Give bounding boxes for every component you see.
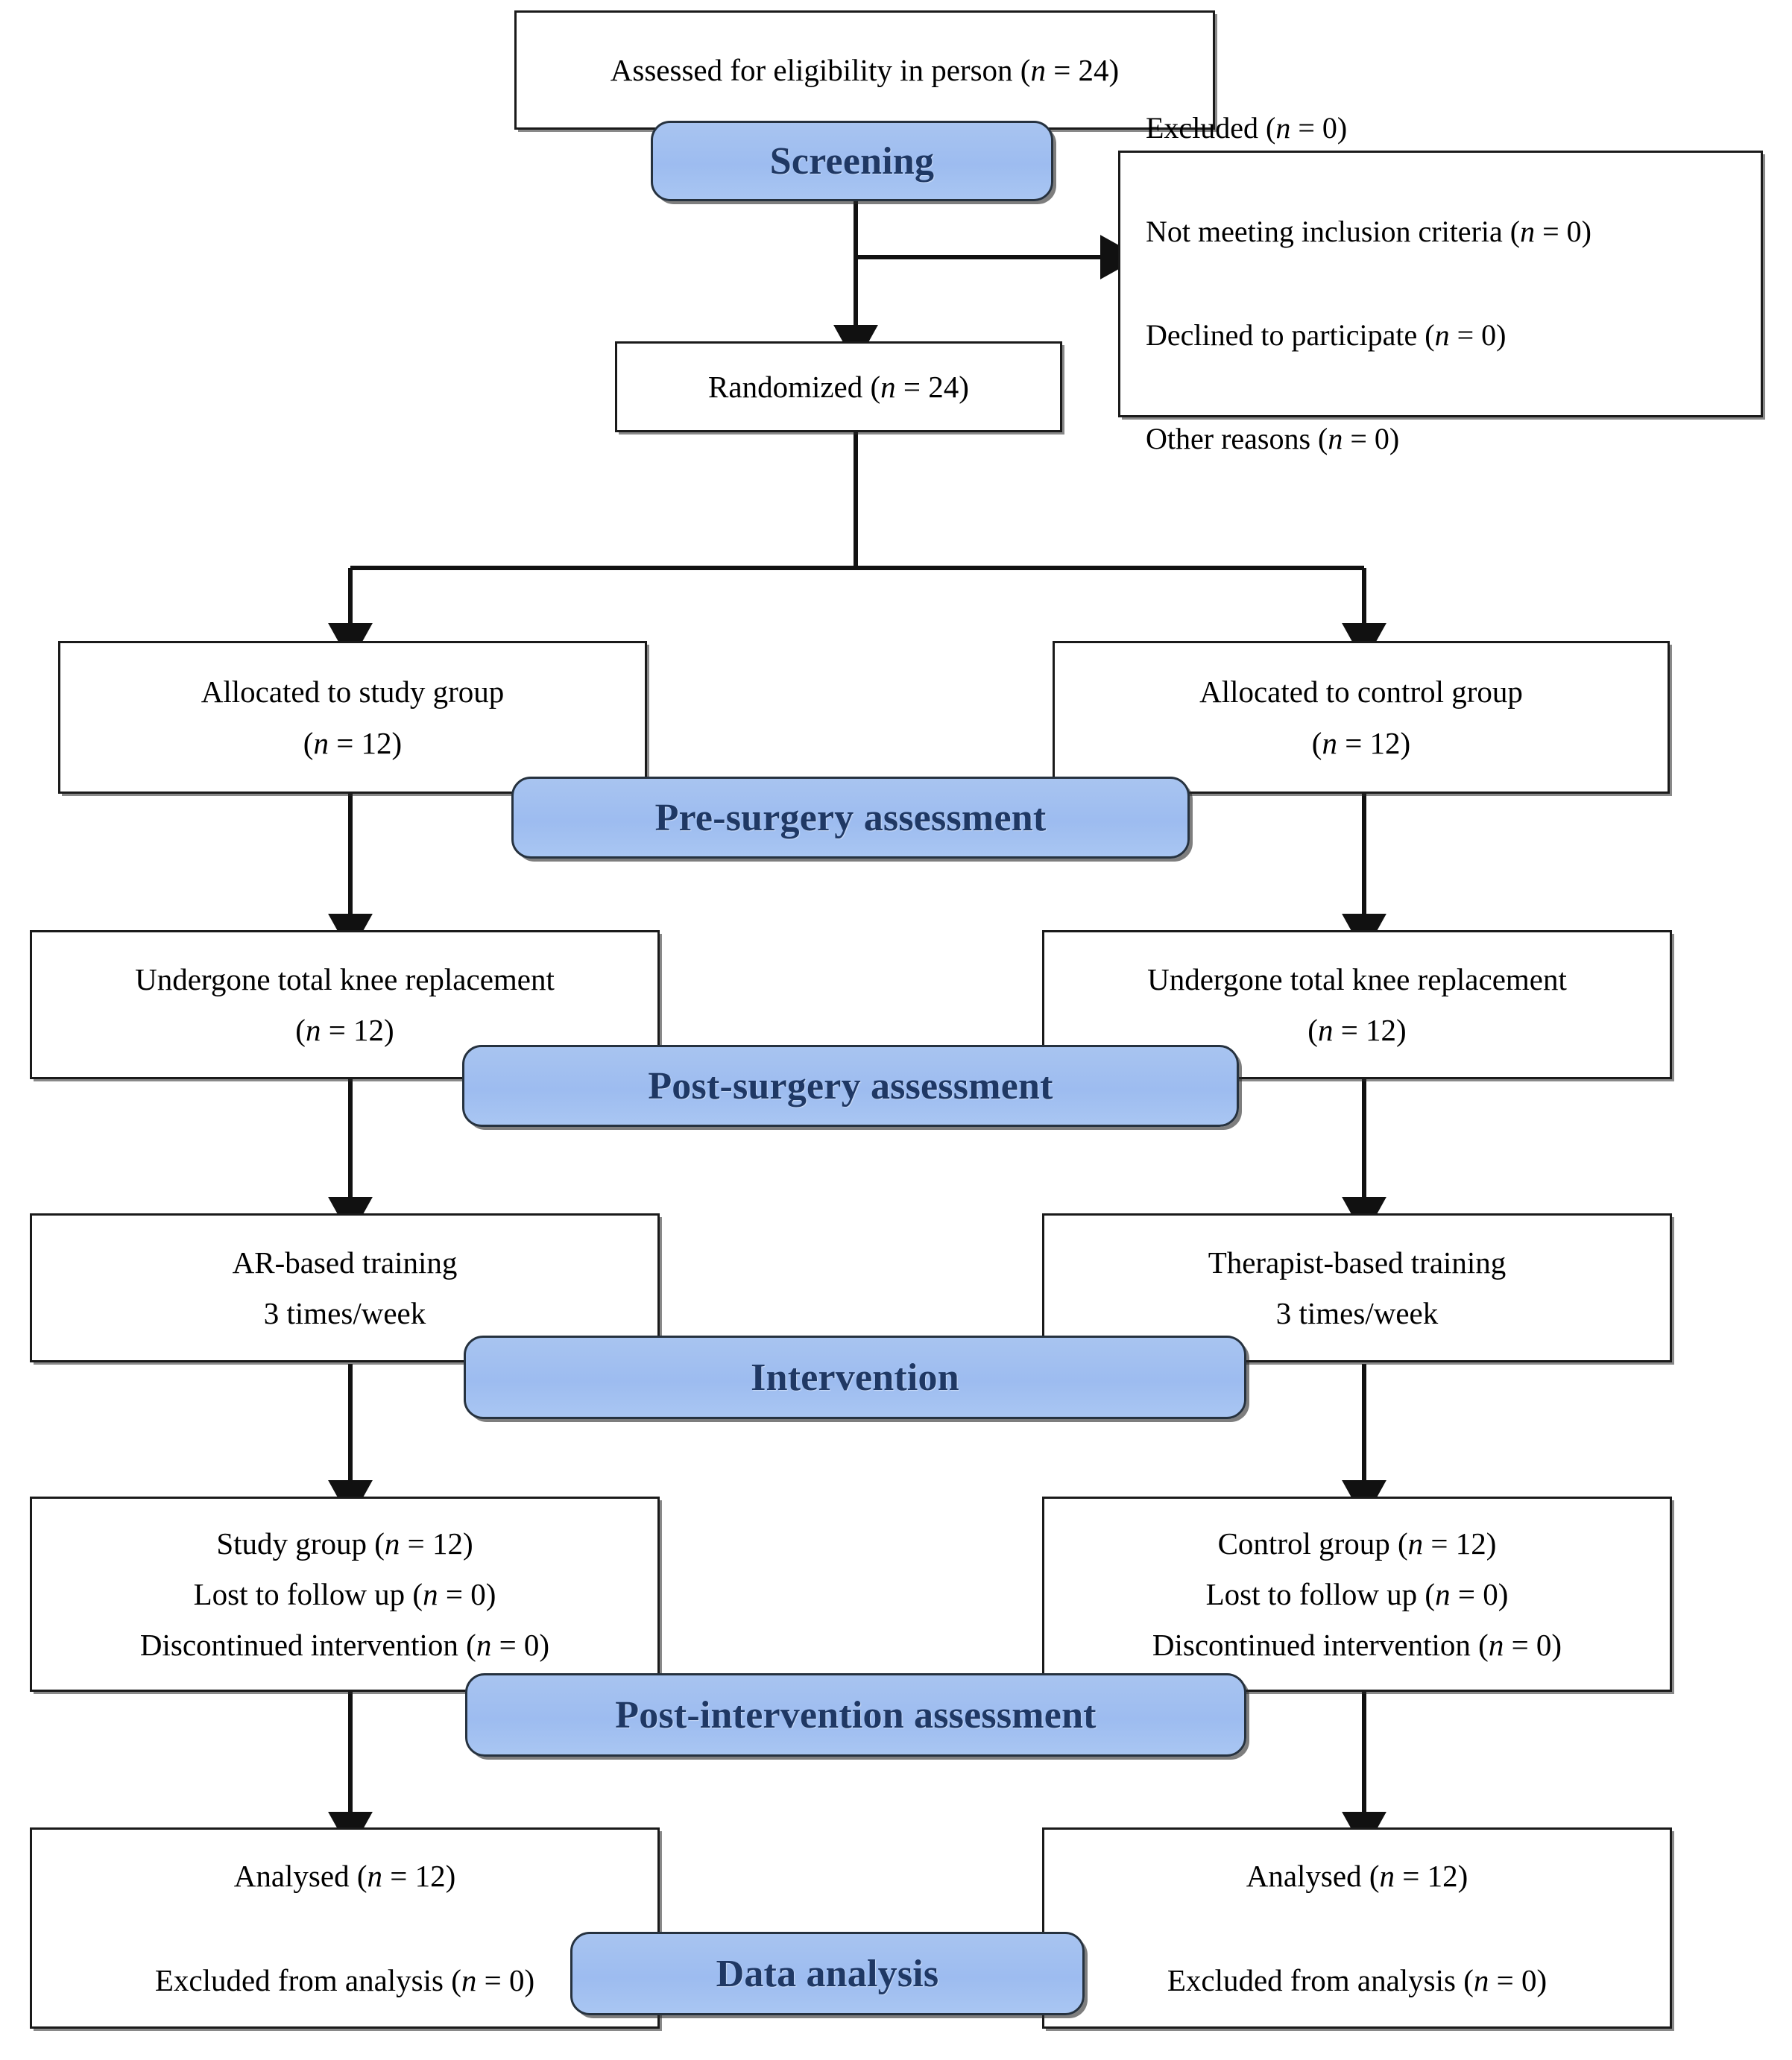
box-training-study: AR-based training 3 times/week [30,1213,660,1362]
analysed-control-line-1: Analysed (n = 12) [1246,1858,1468,1893]
banner-screening: Screening [651,121,1053,201]
box-followup-control: Control group (n = 12) Lost to follow up… [1042,1497,1672,1692]
followup-control-line-3: Discontinued intervention (n = 0) [1152,1628,1562,1663]
tkr-study-line-1: Undergone total knee replacement [135,961,555,996]
box-excluded: Excluded (n = 0) Not meeting inclusion c… [1118,111,1763,455]
alloc-control-line-2: (n = 12) [1311,725,1411,760]
box-allocated-study-group: Allocated to study group (n = 12) [58,641,647,794]
excluded-line-4: Other reasons (n = 0) [1146,421,1400,455]
box-followup-study: Study group (n = 12) Lost to follow up (… [30,1497,660,1692]
banner-data-analysis-label: Data analysis [716,1952,939,1995]
banner-post-intervention-label: Post-intervention assessment [615,1693,1097,1737]
banner-intervention-label: Intervention [751,1356,959,1399]
alloc-control-line-1: Allocated to control group [1199,674,1523,710]
box-analysed-control: Analysed (n = 12) Excluded from analysis… [1042,1827,1672,2029]
training-control-line-1: Therapist-based training [1208,1245,1507,1280]
banner-pre-surgery-label: Pre-surgery assessment [654,796,1047,839]
followup-control-line-1: Control group (n = 12) [1217,1526,1497,1561]
analysed-study-line-2: Excluded from analysis (n = 0) [154,1963,535,1997]
banner-intervention: Intervention [464,1336,1246,1419]
followup-study-line-3: Discontinued intervention (n = 0) [139,1628,550,1663]
banner-post-surgery-assessment: Post-surgery assessment [462,1045,1239,1127]
excluded-line-2: Not meeting inclusion criteria (n = 0) [1146,215,1591,249]
excluded-line-3: Declined to participate (n = 0) [1146,318,1507,352]
training-study-line-2: 3 times/week [263,1296,426,1330]
training-study-line-1: AR-based training [232,1245,458,1280]
excluded-line-1: Excluded (n = 0) [1146,111,1348,145]
box-allocated-control-group: Allocated to control group (n = 12) [1053,641,1670,794]
box-assessed-for-eligibility: Assessed for eligibility in person (n = … [514,10,1215,130]
tkr-control-line-2: (n = 12) [1307,1013,1407,1047]
banner-screening-label: Screening [769,139,935,183]
alloc-study-line-1: Allocated to study group [201,674,505,710]
randomized-line-1: Randomized (n = 24) [708,369,969,404]
followup-study-line-1: Study group (n = 12) [216,1526,473,1561]
training-control-line-2: 3 times/week [1275,1296,1439,1330]
banner-data-analysis: Data analysis [570,1932,1085,2015]
alloc-study-line-2: (n = 12) [303,725,403,760]
followup-control-line-2: Lost to follow up (n = 0) [1205,1576,1509,1611]
banner-pre-surgery-assessment: Pre-surgery assessment [511,777,1190,859]
tkr-study-line-2: (n = 12) [295,1013,394,1047]
box-randomized: Randomized (n = 24) [615,341,1062,432]
analysed-study-line-1: Analysed (n = 12) [233,1858,456,1893]
box-analysed-study: Analysed (n = 12) Excluded from analysis… [30,1827,660,2029]
tkr-control-line-1: Undergone total knee replacement [1147,961,1567,996]
banner-post-intervention-assessment: Post-intervention assessment [465,1673,1246,1757]
banner-post-surgery-label: Post-surgery assessment [648,1064,1053,1108]
assessed-line-1: Assessed for eligibility in person (n = … [610,52,1120,87]
followup-study-line-2: Lost to follow up (n = 0) [193,1576,496,1611]
analysed-control-line-2: Excluded from analysis (n = 0) [1167,1963,1548,1997]
